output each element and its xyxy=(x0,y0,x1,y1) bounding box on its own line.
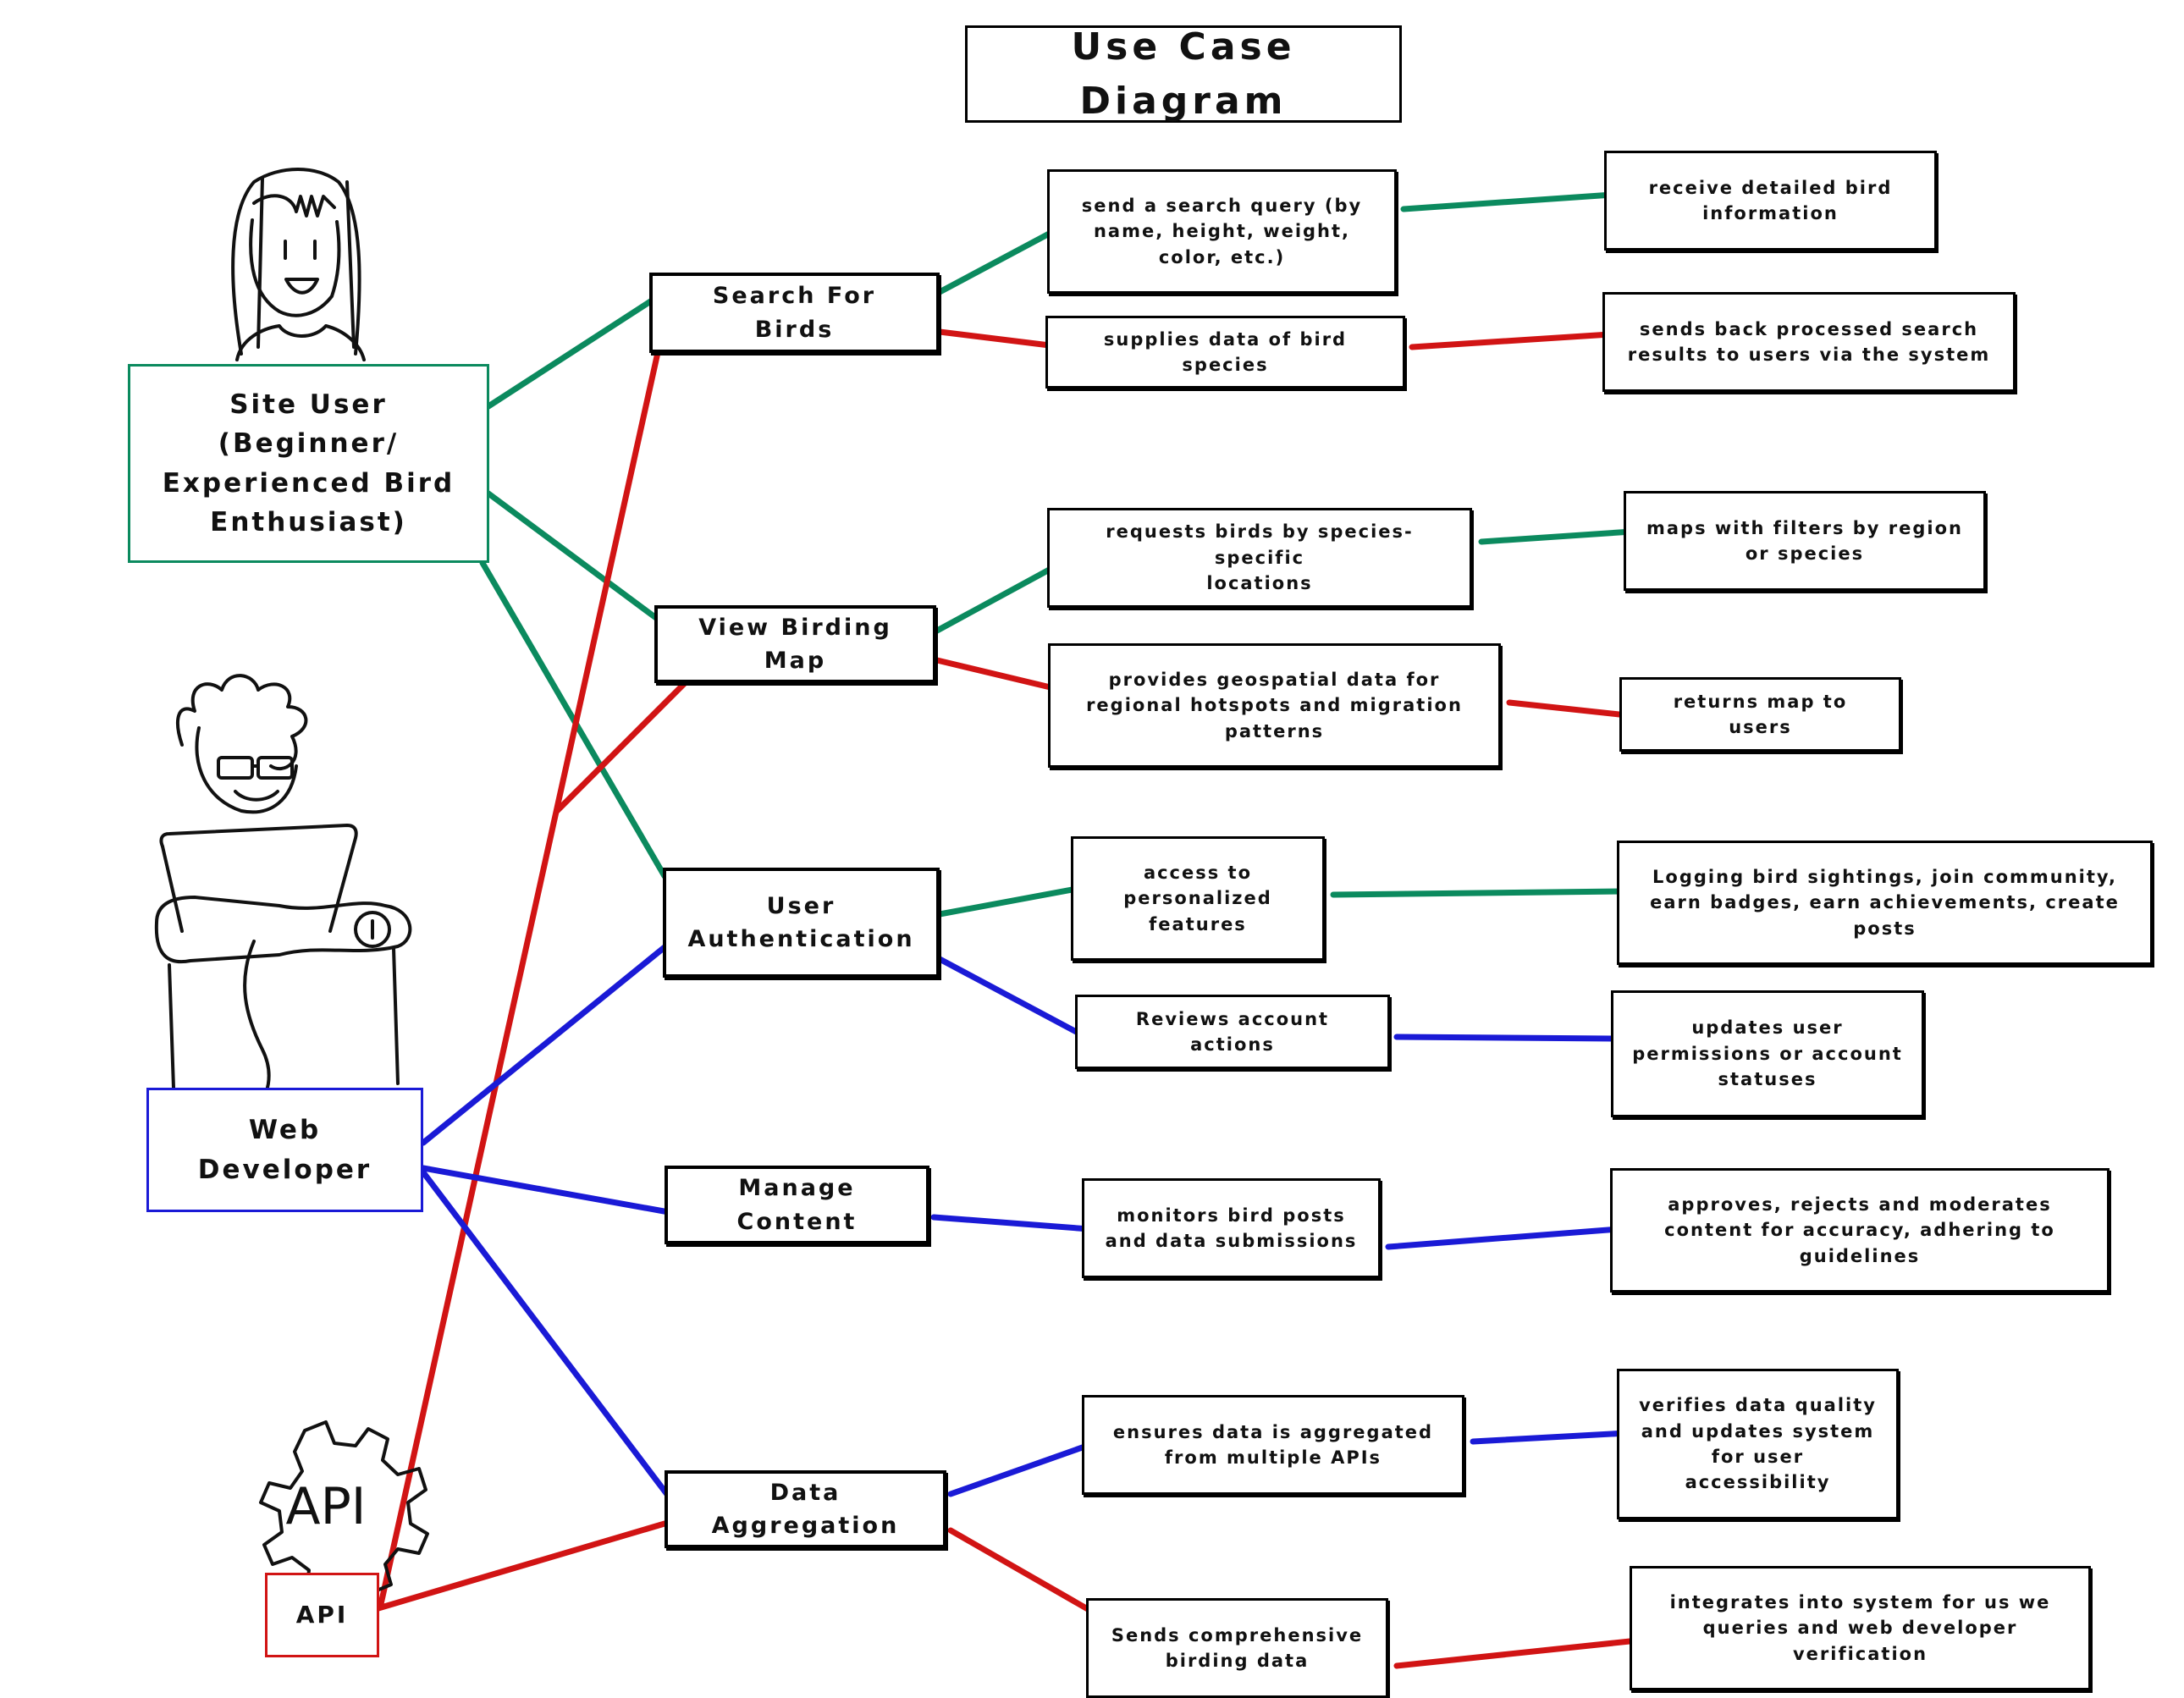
step-integrates-system: integrates into system for us we queries… xyxy=(1630,1566,2091,1690)
line-map-requests xyxy=(934,564,1057,634)
step-send-search-query: send a search query (by name, height, we… xyxy=(1047,169,1397,294)
diagram-title: Use Case Diagram xyxy=(965,25,1402,123)
usecase-search-for-birds: Search For Birds xyxy=(649,273,940,353)
usecase-user-authentication: User Authentication xyxy=(663,868,940,978)
line-supplies-sends xyxy=(1409,331,1613,350)
line-api-search xyxy=(378,345,662,1607)
step-supplies-data: supplies data of bird species xyxy=(1045,316,1405,389)
actor-api: API xyxy=(265,1573,379,1657)
line-geospatial-returns xyxy=(1506,699,1630,719)
step-verifies-quality: verifies data quality and updates system… xyxy=(1617,1369,1899,1519)
step-sends-comprehensive: Sends comprehensive birding data xyxy=(1086,1598,1388,1698)
step-returns-map: returns map to users xyxy=(1619,677,1901,752)
usecase-view-birding-map: View Birding Map xyxy=(654,605,936,683)
step-requests-birds: requests birds by species-specific locat… xyxy=(1047,508,1472,608)
line-search-supplies xyxy=(936,328,1053,349)
developer-figure-icon xyxy=(154,674,412,1111)
line-ensures-verifies xyxy=(1470,1430,1630,1445)
usecase-data-aggregation: Data Aggregation xyxy=(665,1470,946,1548)
line-api-aggregation xyxy=(375,1520,668,1612)
step-receive-detailed-info: receive detailed bird information xyxy=(1604,151,1937,251)
line-map-geospatial xyxy=(934,657,1057,692)
line-query-receive xyxy=(1400,191,1616,212)
step-monitors-posts: monitors bird posts and data submissions xyxy=(1082,1178,1381,1278)
svg-text:API: API xyxy=(286,1477,367,1536)
line-access-logging xyxy=(1330,888,1629,898)
step-sends-back-results: sends back processed search results to u… xyxy=(1602,292,2016,392)
line-aggregation-sends xyxy=(947,1527,1097,1616)
gear-icon: API xyxy=(259,1420,429,1600)
line-user-map xyxy=(485,490,659,621)
usecase-manage-content: Manage Content xyxy=(665,1166,929,1244)
line-dev-auth xyxy=(420,940,672,1146)
line-monitors-approves xyxy=(1385,1226,1622,1250)
step-reviews-account: Reviews account actions xyxy=(1075,995,1390,1069)
line-user-search xyxy=(485,297,655,410)
step-logging-sightings: Logging bird sightings, join community, … xyxy=(1617,841,2153,965)
line-auth-access xyxy=(936,885,1080,918)
line-requests-maps xyxy=(1478,528,1635,545)
actor-site-user: Site User (Beginner/ Experienced Bird En… xyxy=(128,364,489,563)
line-reviews-updates xyxy=(1393,1034,1623,1042)
line-content-monitors xyxy=(930,1214,1093,1232)
step-provides-geospatial: provides geospatial data for regional ho… xyxy=(1048,643,1501,768)
line-dev-aggregation xyxy=(420,1169,672,1500)
line-sends-integrates xyxy=(1393,1637,1641,1669)
line-dev-content xyxy=(420,1165,672,1216)
step-updates-permissions: updates user permissions or account stat… xyxy=(1611,990,1924,1117)
step-access-personalized: access to personalized features xyxy=(1071,836,1325,961)
line-auth-reviews xyxy=(936,956,1084,1038)
line-api-map xyxy=(554,681,687,814)
step-maps-with-filters: maps with filters by region or species xyxy=(1624,491,1986,591)
actor-web-developer: Web Developer xyxy=(146,1088,423,1212)
user-figure-icon xyxy=(231,168,366,361)
line-user-auth xyxy=(479,560,668,879)
step-ensures-aggregated: ensures data is aggregated from multiple… xyxy=(1082,1395,1464,1495)
line-aggregation-ensures xyxy=(947,1442,1093,1497)
step-approves-content: approves, rejects and moderates content … xyxy=(1610,1168,2110,1293)
line-search-query xyxy=(936,228,1057,295)
